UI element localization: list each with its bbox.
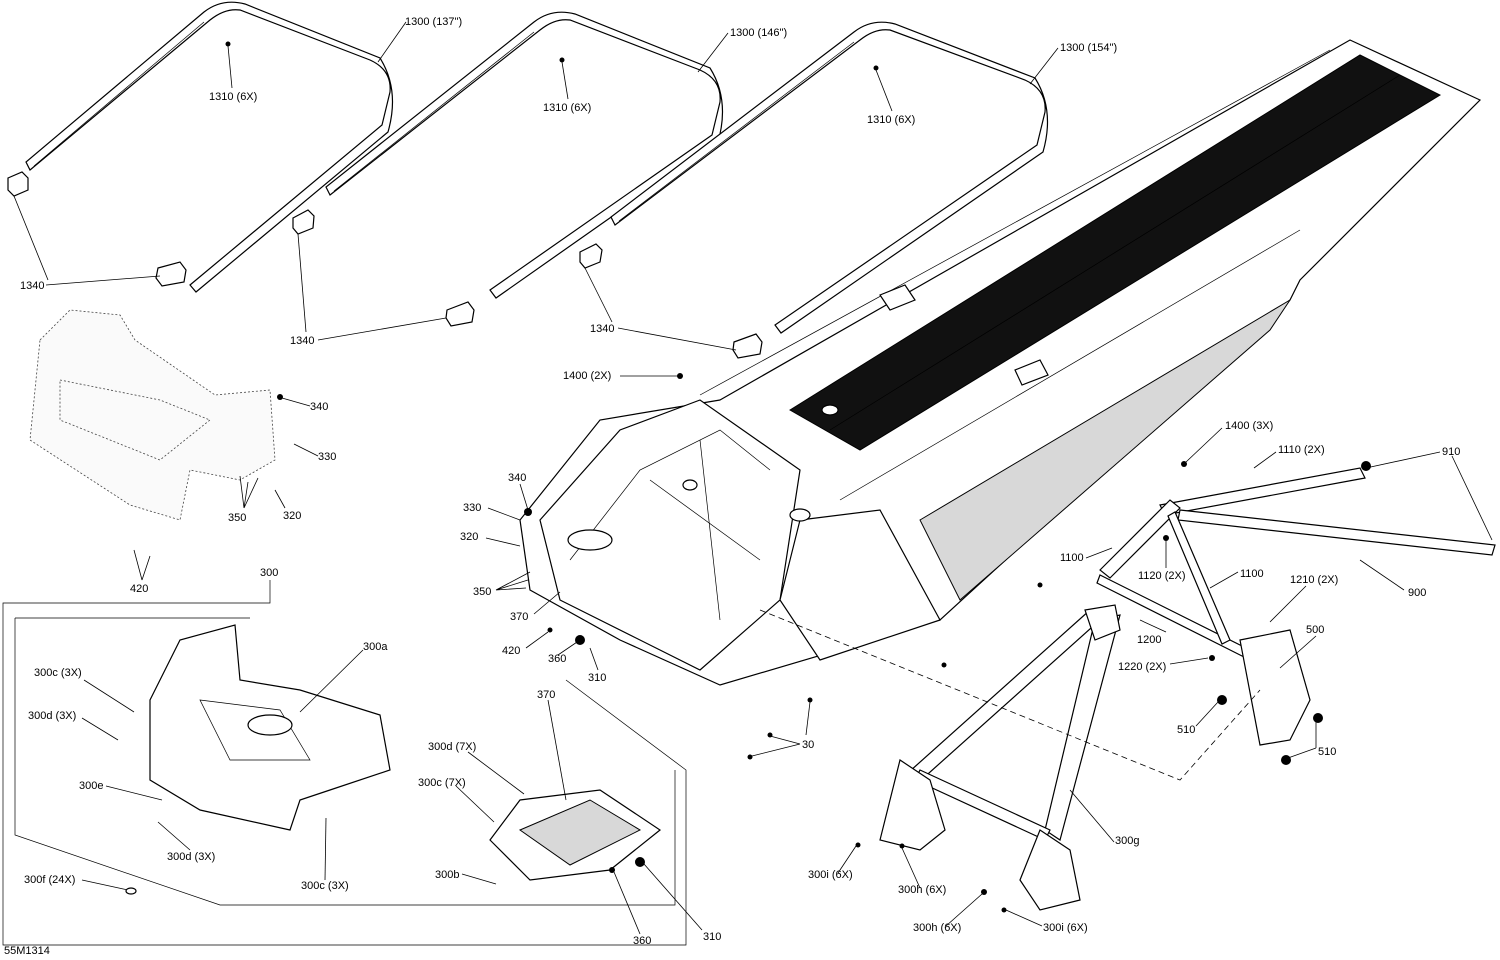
tunnel-chassis	[519, 39, 1482, 686]
callout-label-l1300b: 1300 (146")	[730, 27, 788, 39]
callout-label-l1340c: 1340	[590, 323, 615, 335]
callout-label-l350a: 350	[228, 512, 247, 524]
callout-label-l300c3a: 300c (3X)	[34, 667, 82, 679]
callout-label-l300: 300	[260, 567, 279, 579]
callout-label-l300e: 300e	[79, 780, 104, 792]
callout-label-l1340b: 1340	[290, 335, 315, 347]
callout-label-l350b: 350	[473, 586, 492, 598]
fasteners	[125, 41, 1371, 913]
callout-label-l320b: 320	[460, 531, 479, 543]
rail-1300-137	[25, 1, 394, 293]
callout-label-l300c3b: 300c (3X)	[301, 880, 349, 892]
callout-label-l910: 910	[1442, 446, 1461, 458]
callout-label-l370b: 370	[537, 689, 556, 701]
callout-label-l300d7: 300d (7X)	[428, 741, 477, 753]
callout-label-l1300c: 1300 (154")	[1060, 42, 1118, 54]
callout-label-l360a: 360	[548, 653, 567, 665]
callout-label-l340a: 340	[310, 401, 329, 413]
callout-label-l300f: 300f (24X)	[24, 874, 76, 886]
callout-label-l320a: 320	[283, 510, 302, 522]
callout-label-l300i6b: 300i (6X)	[1043, 922, 1088, 934]
callout-label-l500: 500	[1306, 624, 1325, 636]
front-frame-phantom	[29, 309, 276, 521]
callout-label-l1120: 1120 (2X)	[1138, 570, 1186, 582]
front-suspension-300g	[879, 604, 1121, 911]
callout-label-lref: 55M1314	[4, 945, 50, 957]
callout-label-l30: 30	[802, 739, 815, 751]
callout-label-l1200: 1200	[1137, 634, 1162, 646]
callout-label-l300d3a: 300d (3X)	[28, 710, 77, 722]
callout-label-l300h6a: 300h (6X)	[898, 884, 947, 896]
callout-label-l360b: 360	[633, 935, 652, 947]
callout-label-l300a: 300a	[363, 641, 388, 653]
callout-label-l900: 900	[1408, 587, 1427, 599]
callout-label-l1100a: 1100	[1060, 552, 1084, 564]
callout-label-l300c7: 300c (7X)	[418, 777, 466, 789]
callout-label-l330a: 330	[318, 451, 337, 463]
callout-label-l1310c: 1310 (6X)	[867, 114, 916, 126]
callout-label-l340b: 340	[508, 472, 527, 484]
callout-label-l420a: 420	[130, 583, 149, 595]
callout-label-l310a: 310	[588, 672, 607, 684]
callout-label-l1310b: 1310 (6X)	[543, 102, 592, 114]
callout-label-l300i6a: 300i (6X)	[808, 869, 853, 881]
bulkhead-300b	[489, 789, 662, 881]
callout-label-l1100b: 1100	[1240, 568, 1264, 580]
callout-label-l310b: 310	[703, 931, 722, 943]
callout-label-l510a: 510	[1177, 724, 1196, 736]
callout-label-l300d3b: 300d (3X)	[167, 851, 216, 863]
callout-label-l300g: 300g	[1115, 835, 1140, 847]
callout-label-l1340a: 1340	[20, 280, 45, 292]
callout-label-l300b: 300b	[435, 869, 460, 881]
callout-label-l420b: 420	[502, 645, 521, 657]
callout-label-l510b: 510	[1318, 746, 1337, 758]
callout-label-l370a: 370	[510, 611, 529, 623]
callout-label-l1210: 1210 (2X)	[1290, 574, 1339, 586]
rail-1300-146	[325, 11, 724, 299]
callout-label-l1310a: 1310 (6X)	[209, 91, 258, 103]
callout-label-l1400b: 1400 (3X)	[1225, 420, 1274, 432]
callout-label-l300h6b: 300h (6X)	[913, 922, 962, 934]
front-frame-300a	[149, 624, 391, 831]
leader-lines	[13, 21, 1493, 935]
rail-1300-154	[610, 21, 1049, 334]
callout-label-l1400a: 1400 (2X)	[563, 370, 612, 382]
callout-label-l1110: 1110 (2X)	[1278, 444, 1325, 456]
kit-300-border	[2, 580, 687, 946]
callout-label-l330b: 330	[463, 502, 482, 514]
rear-arms	[1096, 467, 1496, 746]
callout-label-l1220: 1220 (2X)	[1118, 661, 1167, 673]
callout-label-l1300a: 1300 (137")	[405, 16, 463, 28]
